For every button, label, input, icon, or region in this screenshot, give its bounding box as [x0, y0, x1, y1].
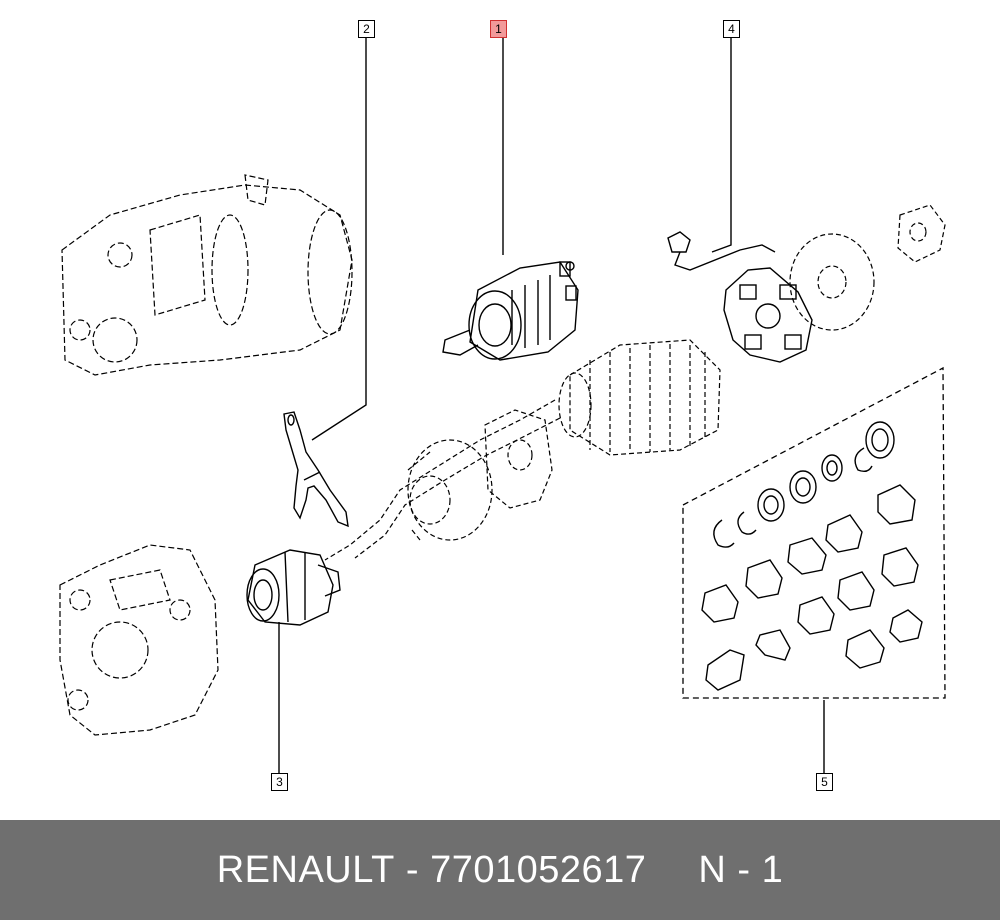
callout-5[interactable]: 5 — [816, 773, 833, 791]
callout-1[interactable]: 1 — [490, 20, 507, 38]
brush-holder-icon — [667, 231, 813, 363]
exploded-starter-diagram — [59, 38, 946, 773]
repair-kit-frame — [682, 366, 946, 699]
shift-fork-icon — [283, 411, 349, 528]
pinion-drive-icon — [246, 549, 341, 626]
brand-separator: - — [405, 848, 419, 891]
callout-2[interactable]: 2 — [358, 20, 375, 38]
end-plate-icon — [789, 204, 946, 331]
ghost-drive-housing-icon — [59, 544, 219, 736]
solenoid-switch-icon — [442, 261, 579, 361]
repair-kit-contents-icon — [701, 421, 923, 691]
gear-housing-icon — [407, 439, 493, 541]
leader-lines — [278, 38, 825, 773]
part-number: 7701052617 — [430, 848, 647, 891]
intermediate-plate-icon — [484, 409, 553, 509]
callout-4[interactable]: 4 — [723, 20, 740, 38]
position-code: N - 1 — [698, 848, 784, 891]
callout-3[interactable]: 3 — [271, 773, 288, 791]
leader-line-2 — [311, 38, 367, 441]
brand-name: RENAULT — [216, 848, 395, 891]
leader-line-4 — [711, 38, 732, 253]
ghost-starter-assembly-icon — [61, 174, 353, 376]
armature-icon — [324, 339, 721, 561]
part-info-footer: RENAULT - 7701052617 N - 1 — [0, 820, 1000, 920]
